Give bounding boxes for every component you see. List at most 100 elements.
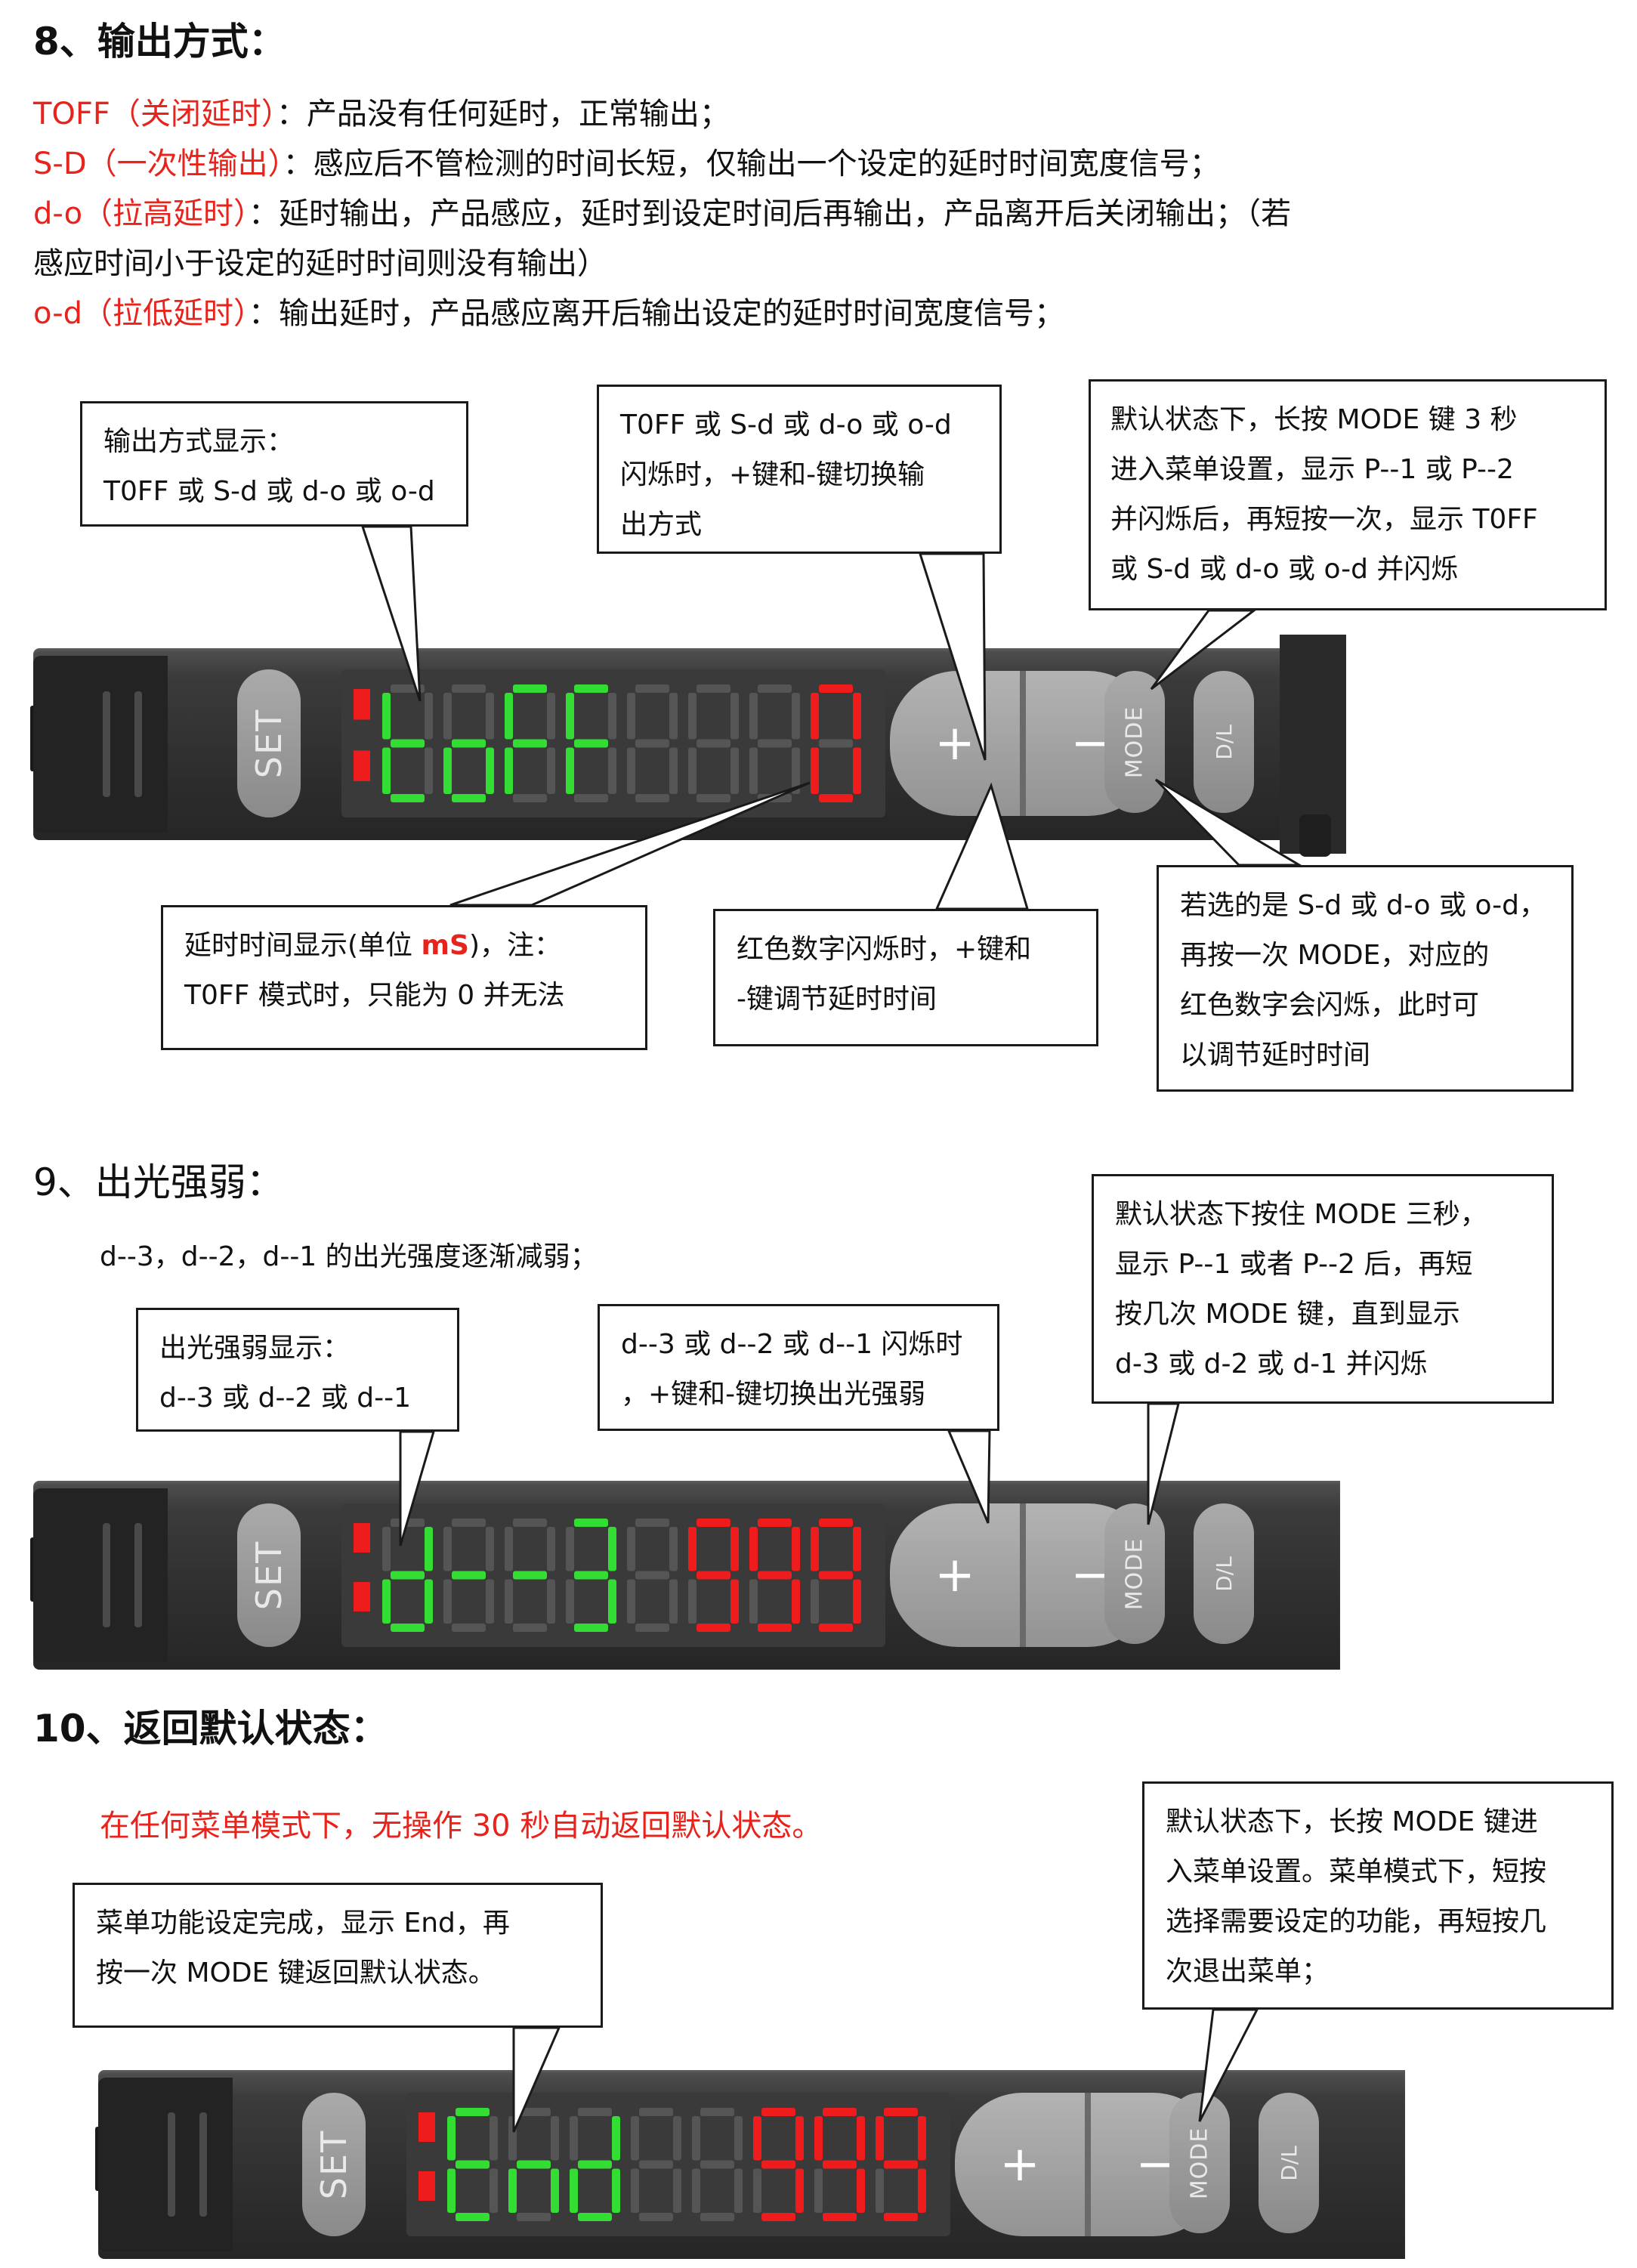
plus-button[interactable]: + [955, 2093, 1085, 2236]
display-segment [692, 2168, 700, 2213]
callout-line: d-3 或 d-2 或 d-1 并闪烁 [1115, 1349, 1428, 1380]
display-segment [574, 1624, 608, 1632]
mode-button[interactable]: MODE [1104, 1503, 1165, 1644]
callout-line: 或 S-d 或 d-o 或 o-d 并闪烁 [1110, 554, 1459, 585]
set-button[interactable]: SET [237, 1503, 301, 1647]
display-segment [814, 2168, 823, 2213]
display-segment [425, 693, 433, 740]
dl-button[interactable]: D/L [1194, 671, 1254, 813]
display-segment [692, 2116, 700, 2161]
segment-display [341, 669, 885, 817]
display-segment [700, 2108, 734, 2116]
mode-line-sd: S-D（一次性输出）：感应后不管检测的时间长短，仅输出一个设定的延时时间宽度信号… [33, 139, 1220, 189]
display-segment [792, 1527, 800, 1571]
display-segment [669, 1527, 678, 1571]
display-segment [570, 2116, 578, 2161]
display-segment [508, 2168, 517, 2213]
callout-select-mode: 若选的是 S-d 或 d-o 或 o-d， 再按一次 MODE，对应的 红色数字… [1157, 865, 1574, 1092]
display-segment [566, 1579, 574, 1624]
display-segment [578, 2213, 612, 2221]
mode-text-do-cont: 感应时间小于设定的延时时间则没有输出） [33, 246, 607, 281]
display-segment [391, 1624, 425, 1632]
display-segment [811, 693, 819, 740]
display-segment [635, 739, 669, 748]
section-10-heading: 10、返回默认状态： [33, 1707, 388, 1750]
mode-button-label: MODE [1121, 706, 1148, 778]
callout-line: ，+键和-键切换出光强弱 [621, 1379, 926, 1410]
display-segment [391, 794, 425, 802]
sensor-device: SET + − MODE D/L [30, 635, 1346, 857]
display-segment [700, 2160, 734, 2169]
callout-line: 出方式 [620, 509, 703, 540]
display-segment [447, 2116, 456, 2161]
mode-line-do-cont: 感应时间小于设定的延时时间则没有输出） [33, 239, 607, 289]
display-segment [452, 1571, 486, 1580]
display-segment [391, 684, 425, 693]
callout-line: 显示 P--1 或者 P--2 后，再短 [1115, 1249, 1473, 1280]
set-button[interactable]: SET [302, 2093, 366, 2236]
device-end-cap [98, 2078, 233, 2251]
callout-line: T0FF 或 S-d 或 d-o 或 o-d [103, 476, 435, 507]
display-segment [608, 693, 616, 740]
callout-line: 按一次 MODE 键返回默认状态。 [96, 1957, 496, 1988]
display-segment [505, 747, 513, 794]
display-segment [513, 739, 547, 748]
display-segment [456, 2108, 490, 2116]
set-button[interactable]: SET [237, 669, 301, 817]
indicator-led [419, 2171, 435, 2201]
callout-line: 红色数字会闪烁，此时可 [1180, 990, 1480, 1021]
display-segment [758, 794, 792, 802]
display-segment [547, 1579, 555, 1624]
indicator-led [419, 2112, 435, 2142]
display-digits [354, 1519, 861, 1632]
callout-output-display: 输出方式显示： T0FF 或 S-d 或 d-o 或 o-d [80, 401, 468, 527]
plus-button[interactable]: + [890, 1503, 1020, 1647]
display-segment [612, 2168, 620, 2213]
mode-label-sd: S-D（一次性输出） [33, 147, 283, 181]
display-segment [792, 693, 800, 740]
dl-button[interactable]: D/L [1259, 2093, 1319, 2233]
delay-suffix: )，注： [468, 930, 561, 961]
mode-button-label: MODE [1186, 2127, 1213, 2199]
display-segment [574, 1519, 608, 1527]
callout-line: T0FF 模式时，只能为 0 并无法 [184, 980, 565, 1011]
display-segment [517, 2108, 551, 2116]
display-segment [627, 693, 635, 740]
display-segment [823, 2213, 857, 2221]
display-segment [811, 747, 819, 794]
display-segment [853, 747, 861, 794]
mode-button-label: MODE [1121, 1537, 1148, 1610]
display-segment [505, 1579, 513, 1624]
mode-button[interactable]: MODE [1104, 671, 1165, 813]
section-9-heading: 9、出光强弱： [33, 1163, 284, 1201]
display-segment [635, 794, 669, 802]
plus-button[interactable]: + [890, 671, 1020, 816]
callout-line: 出光强弱显示： [159, 1333, 351, 1364]
callout-line: 进入菜单设置，显示 P--1 或 P--2 [1110, 454, 1514, 485]
display-segment [486, 1579, 494, 1624]
display-segment [639, 2213, 673, 2221]
button-divider [1020, 671, 1026, 816]
display-segment [513, 794, 547, 802]
auto-return-notice: 在任何菜单模式下，无操作 30 秒自动返回默认状态。 [100, 1809, 823, 1843]
display-segment [508, 2116, 517, 2161]
set-button-label: SET [249, 708, 289, 779]
segment-display [406, 2093, 950, 2236]
callout-line: 选择需要设定的功能，再短按几 [1166, 1906, 1547, 1937]
display-segment [918, 2116, 926, 2161]
plus-button-label: + [934, 715, 975, 771]
callout-strength-display: 出光强弱显示： d--3 或 d--2 或 d--1 [136, 1308, 459, 1432]
callout-line: 按几次 MODE 键，直到显示 [1115, 1299, 1460, 1330]
mode-text-od: ：输出延时，产品感应离开后输出设定的延时时间宽度信号； [249, 296, 1065, 331]
display-segment [513, 1519, 547, 1527]
mode-line-do: d-o（拉高延时）：延时输出，产品感应，延时到设定时间后再输出，产品离开后关闭输… [33, 189, 1291, 239]
dl-button[interactable]: D/L [1194, 1503, 1254, 1644]
callout-line: 默认状态下按住 MODE 三秒， [1115, 1199, 1487, 1230]
display-segment [669, 1579, 678, 1624]
display-segment [382, 1579, 391, 1624]
mode-button[interactable]: MODE [1169, 2093, 1230, 2233]
display-segment [639, 2160, 673, 2169]
dl-button-label: D/L [1211, 724, 1237, 760]
display-segment [486, 1527, 494, 1571]
display-segment [819, 684, 853, 693]
